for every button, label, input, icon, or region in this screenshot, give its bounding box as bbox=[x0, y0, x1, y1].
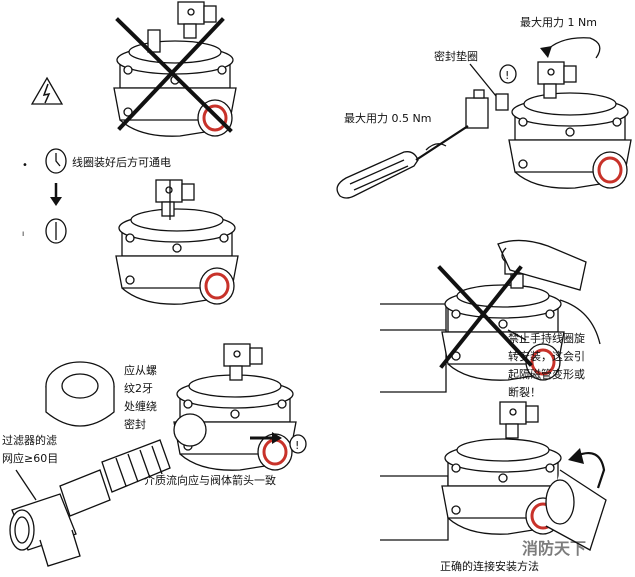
svg-text:!: ! bbox=[505, 69, 509, 82]
filter-line-1: 过滤器的滤 bbox=[2, 433, 57, 447]
coil-connector bbox=[465, 89, 489, 129]
coil-power-note: 线圈装好后方可通电 bbox=[72, 155, 171, 169]
flow-direction-label: 介质流向应与阀体箭头一致 bbox=[144, 473, 276, 487]
clock-step-2-icon: ı bbox=[22, 218, 67, 244]
svg-text:•: • bbox=[22, 160, 28, 171]
valve-top-right bbox=[507, 61, 633, 190]
forbid-line-4: 断裂！ bbox=[508, 385, 541, 399]
down-arrow-icon bbox=[50, 183, 62, 206]
max-force-05-label: 最大用力 0.5 Nm bbox=[344, 111, 431, 125]
valve-with-coil bbox=[114, 179, 240, 306]
seal-gasket-label: 密封垫圈 bbox=[434, 49, 478, 63]
clock-step-1-icon: • bbox=[22, 148, 67, 174]
pipe-coupling bbox=[59, 469, 111, 517]
caution-icon-top: ! bbox=[499, 64, 517, 84]
max-force-1-label: 最大用力 1 Nm bbox=[520, 15, 597, 29]
forbid-line-2: 转安装，这会引 bbox=[508, 349, 585, 363]
screwdriver-icon bbox=[336, 125, 469, 199]
caution-icon-bottom: ! bbox=[289, 434, 307, 454]
cross-mark-1 bbox=[115, 17, 233, 133]
threaded-nipple bbox=[101, 439, 171, 493]
thread-tape-line-4: 密封 bbox=[124, 417, 146, 431]
forbid-line-1: 禁止手持线圈旋 bbox=[508, 331, 585, 345]
correct-method-label: 正确的连接安装方法 bbox=[440, 559, 539, 573]
forbid-line-3: 起隔磁管变形或 bbox=[508, 367, 585, 381]
watermark: 消防天下 bbox=[522, 539, 586, 558]
flow-arrow-icon bbox=[250, 432, 282, 444]
cross-mark-2 bbox=[437, 265, 533, 367]
seal-gasket bbox=[495, 93, 509, 111]
rotation-arrow-icon bbox=[540, 37, 601, 59]
thread-tape-roll bbox=[45, 361, 115, 427]
high-voltage-warning-icon bbox=[30, 76, 64, 105]
thread-tape-line-1: 应从螺 bbox=[124, 363, 157, 377]
forbidden-install-illustration bbox=[380, 239, 601, 393]
thread-tape-line-2: 纹2牙 bbox=[124, 381, 153, 395]
thread-tape-line-3: 处缠绕 bbox=[124, 399, 157, 413]
correct-install-illustration bbox=[380, 401, 607, 551]
filter-line-2: 网应≥60目 bbox=[2, 451, 58, 465]
valve-bottom-left bbox=[172, 343, 298, 472]
svg-text:!: ! bbox=[295, 439, 299, 452]
svg-text:ı: ı bbox=[22, 229, 24, 238]
valve-top-left-wrong bbox=[112, 1, 238, 138]
filter-strainer bbox=[9, 493, 81, 567]
